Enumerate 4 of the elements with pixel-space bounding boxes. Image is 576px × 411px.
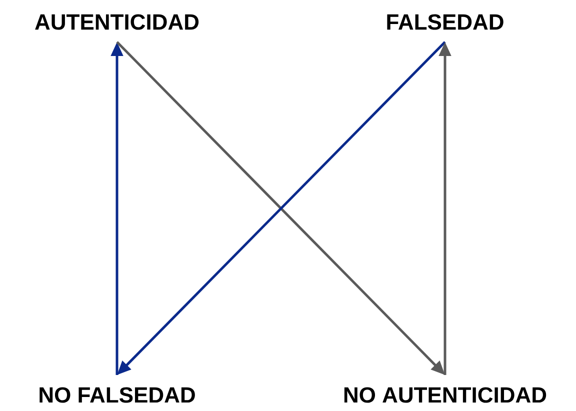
concept-label: FALSEDAD: [387, 14, 504, 30]
concept-label: NO AUTENTICIDAD: [344, 387, 546, 403]
concept-label: NO FALSEDAD: [40, 387, 195, 403]
concept-label: AUTENTICIDAD: [35, 14, 199, 30]
